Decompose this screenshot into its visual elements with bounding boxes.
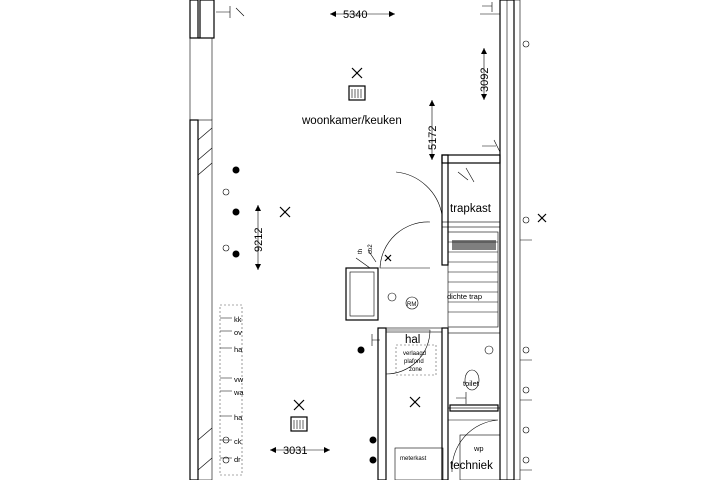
room-label-living: woonkamer/keuken (301, 115, 402, 127)
meterkast-label: meterkast (400, 456, 427, 462)
room-label-techniek: techniek (450, 460, 493, 472)
dimension-lines (255, 11, 487, 453)
doors (379, 163, 499, 473)
room-label-trapkast: trapkast (450, 203, 492, 215)
symbol-rm: RM (407, 302, 416, 308)
dimension-top: 5340 (343, 9, 367, 21)
symbol-ov: ov (234, 328, 242, 337)
ceiling-zone-label-2: plafond (404, 359, 424, 365)
symbol-ha-2: ha (234, 413, 243, 422)
symbol-ha-1: ha (234, 345, 243, 354)
dimension-left: 9212 (253, 228, 265, 252)
interior-walls (345, 154, 501, 480)
dimension-center: 5172 (427, 126, 439, 150)
symbol-vw: vw (234, 375, 244, 384)
symbol-co2: co2 (368, 244, 374, 254)
ceiling-light-icon (279, 206, 547, 408)
symbol-th: th (358, 249, 364, 254)
room-label-hal: hal (405, 334, 420, 346)
ceiling-zone-label-1: verlaagd (403, 351, 426, 357)
wp-label: wp (473, 444, 484, 453)
dimension-bottom: 3031 (283, 445, 307, 457)
symbol-kk: kk (234, 315, 242, 324)
radiator-icon (348, 67, 366, 101)
ceiling-zone-label-3: zone (409, 367, 423, 373)
switch-icons (216, 2, 501, 404)
symbol-ck: ck (234, 437, 242, 446)
radiator-icon-hal (290, 399, 308, 432)
symbol-dr: dr (234, 455, 241, 464)
symbol-wa: wa (233, 388, 244, 397)
outlet-ticks (220, 239, 532, 471)
dimension-right: 3092 (479, 68, 491, 92)
room-label-toilet: toilet (463, 379, 480, 388)
stair-label: dichte trap (447, 292, 482, 301)
ceiling-zone (219, 304, 437, 476)
